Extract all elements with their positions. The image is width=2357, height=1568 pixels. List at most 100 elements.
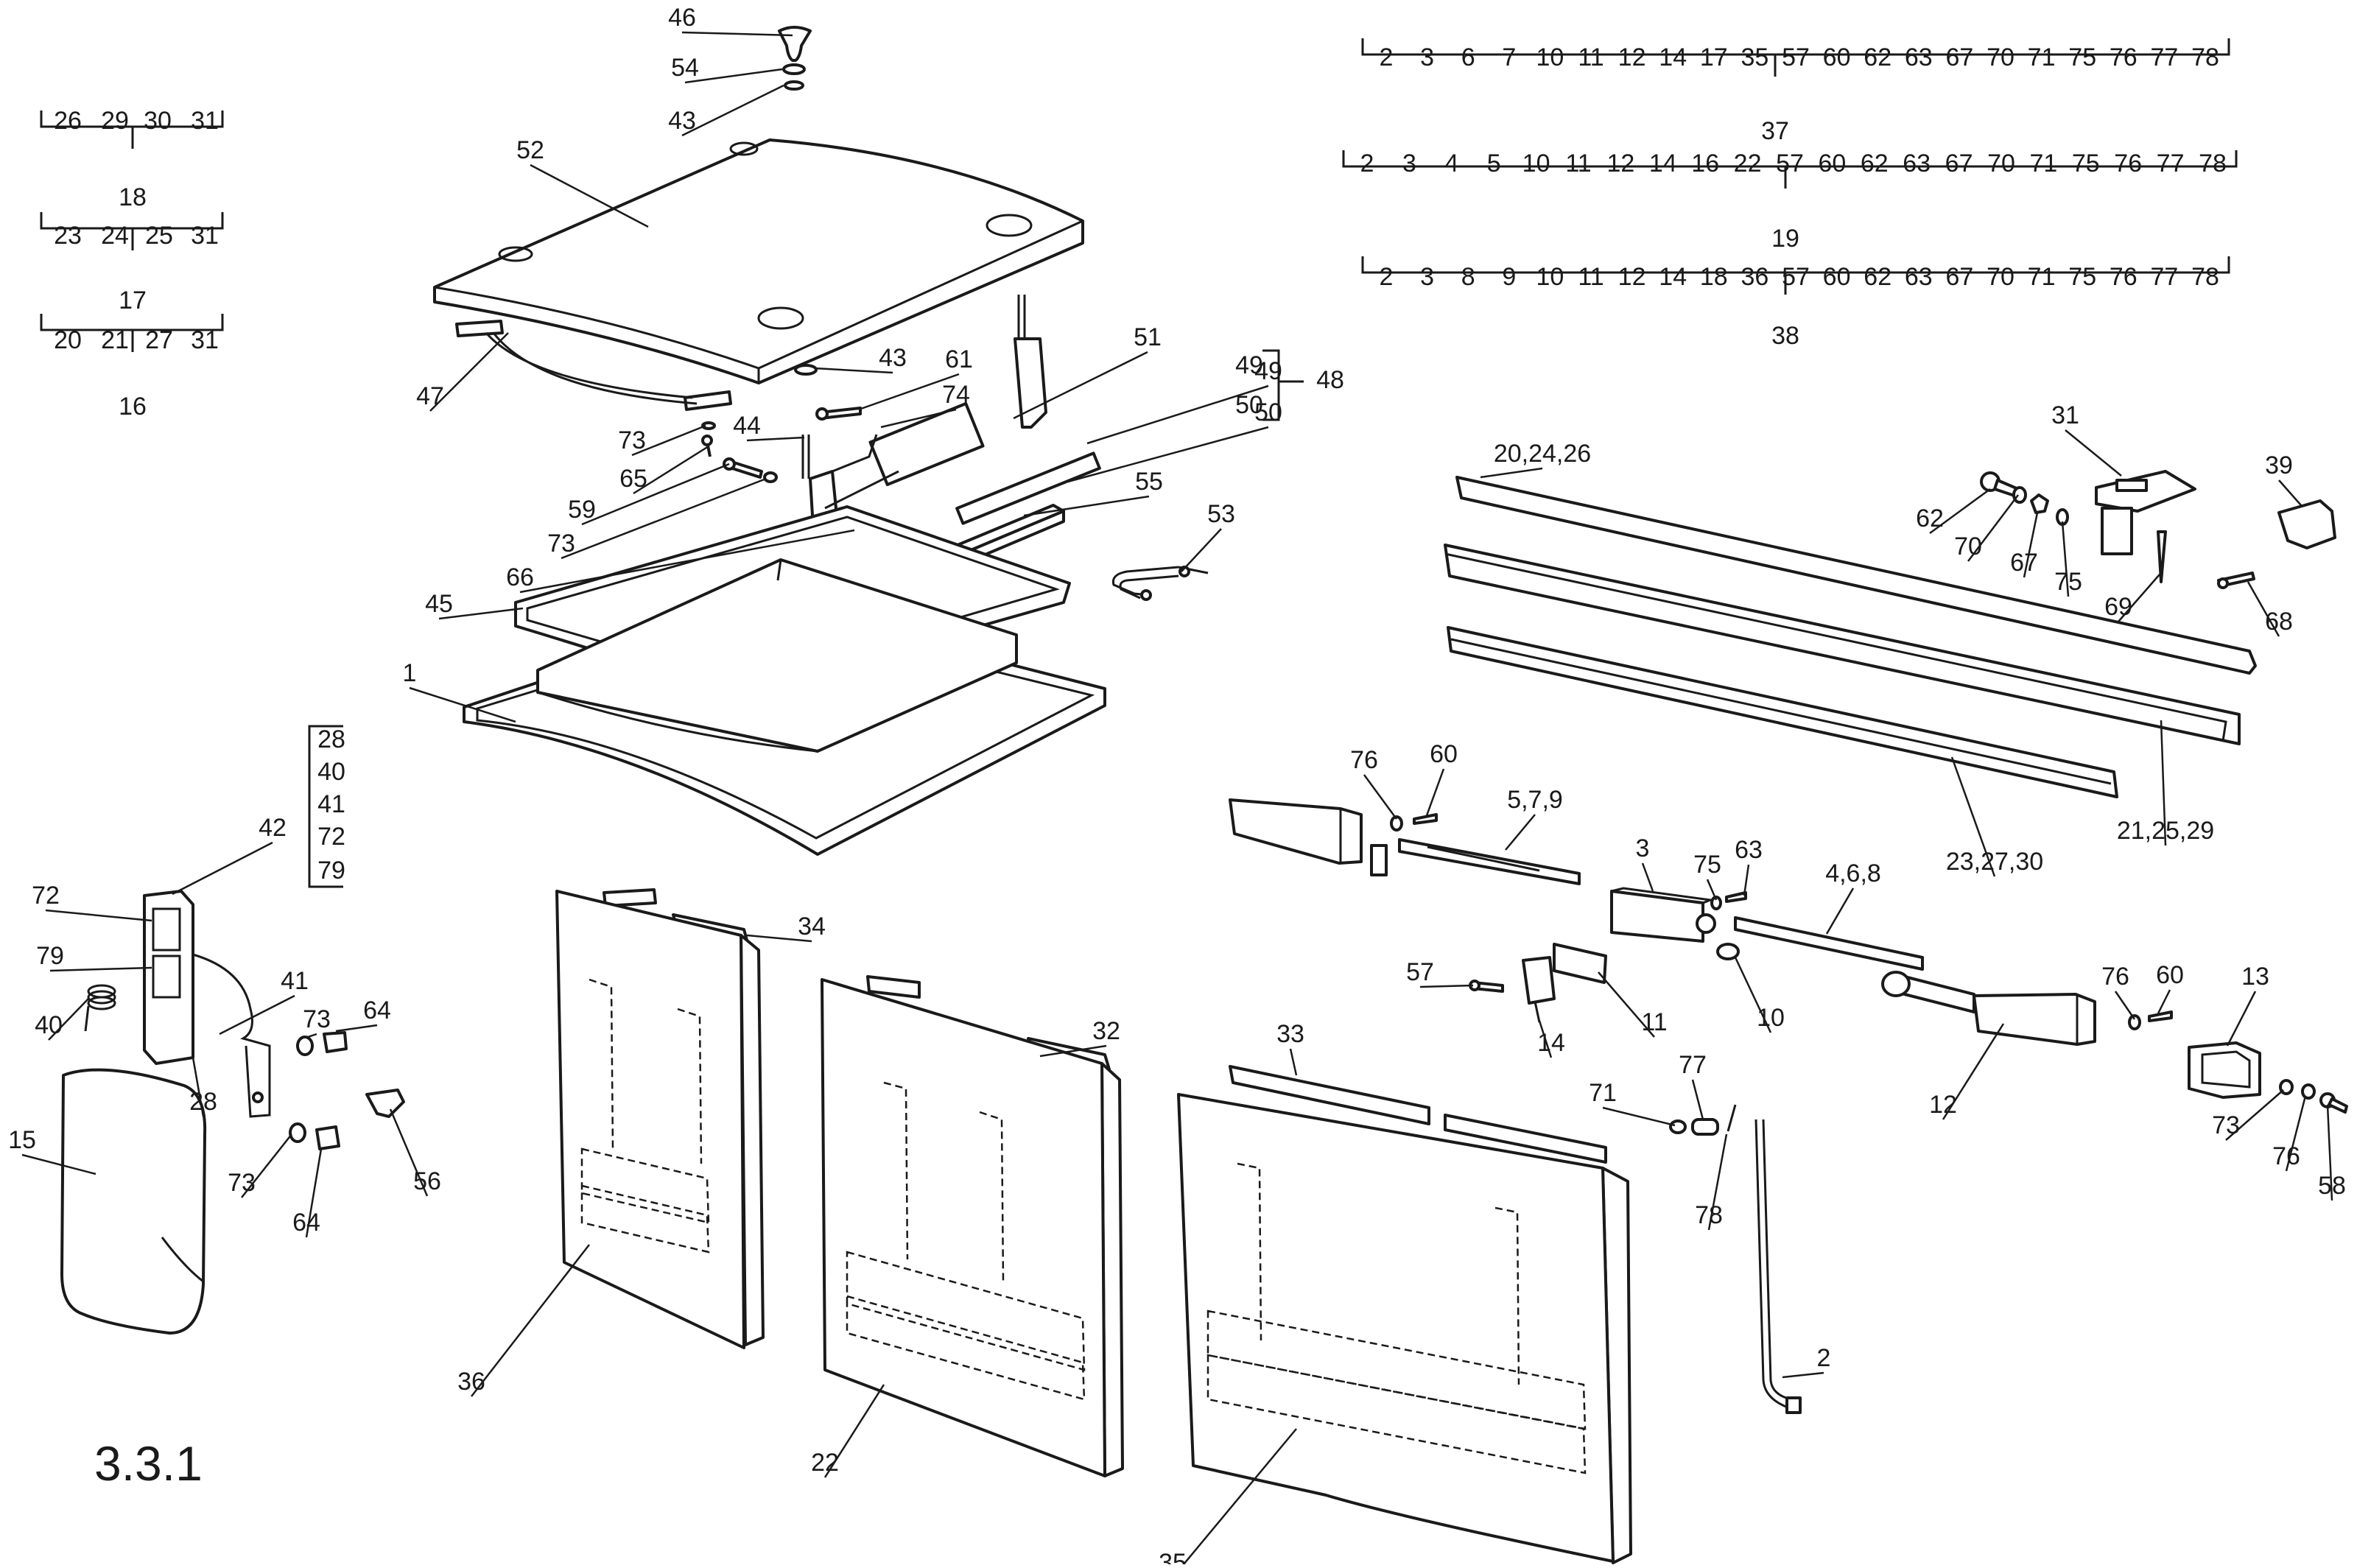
group-item: 70 [1987,150,2015,177]
callout-leader [49,966,152,972]
callout-leader [684,68,783,84]
lid-stay-part [455,320,732,411]
callout-label: 33 [1276,1020,1304,1048]
lock-housing-part [143,890,271,1118]
callout-label: 61 [945,345,973,373]
callout-leader [746,934,812,943]
callout-leader [409,686,516,723]
group-result: 17 [119,286,147,314]
callout-leader [1707,1133,1728,1231]
group-item: 8 [1461,263,1475,291]
washer-part [794,364,818,376]
callout-leader [2023,512,2039,578]
callout-leader [1289,1048,1298,1076]
group-item: 75 [2072,150,2100,177]
callout-leader [1825,887,1855,935]
callout-label: 76 [1350,746,1378,774]
latch-part [1469,943,1607,1023]
callout-leader [305,1148,323,1238]
callout-label: 42 [259,814,287,842]
group-item: 2 [1380,43,1394,71]
callout-label: 59 [568,496,596,524]
callout-leader [823,1384,885,1478]
group-bracket [1361,38,2230,56]
callout-label: 46 [668,4,696,32]
group-item: 62 [1864,43,1891,71]
callout-label: 63 [1735,836,1763,864]
group-item: 41 [317,790,345,818]
group-item: 26 [54,107,82,135]
callout-label: 4,6,8 [1825,859,1881,887]
group-item: 76 [2114,150,2142,177]
callout-label: 54 [671,54,699,82]
callout-label: 20,24,26 [1494,440,1591,468]
arm-right-part [1881,971,2096,1046]
callout-label: 36 [457,1368,485,1396]
callout-label: 47 [416,382,444,410]
group-item: 20 [54,326,82,354]
callout-leader [633,445,709,495]
door-small-part [555,888,765,1349]
callout-label: 52 [516,136,544,164]
group-item: 76 [2110,263,2138,291]
callout-leader [1039,1044,1107,1058]
group-item: 10 [1536,43,1564,71]
callout-leader [2157,989,2171,1014]
callout-leader [1419,984,1474,988]
group-item: 78 [2199,150,2227,177]
callout-leader [1480,467,1543,479]
callout-label: 45 [425,590,453,618]
group-bracket [1342,150,2238,168]
callout-leader [1743,864,1750,896]
group-result: 48 [1316,366,1344,394]
sleeve-part [2188,1041,2261,1099]
group-item: 11 [1565,150,1591,177]
group-item: 3 [1420,263,1434,291]
callout-leader [45,909,152,922]
callout-leader [1023,495,1150,517]
group-item: 12 [1606,150,1634,177]
callout-leader [1086,384,1269,445]
callout-leader [1942,1023,2005,1120]
key-part [365,1089,405,1118]
callout-label: 41 [281,967,309,995]
callout-label: 3 [1636,834,1650,862]
callout-label: 28 [189,1088,217,1116]
lock-screws-part [1710,891,1747,910]
callout-label: 68 [2265,608,2293,636]
group-item: 25 [145,222,173,250]
callout-label: 15 [8,1126,36,1154]
callout-leader [519,529,855,594]
group-item: 12 [1618,43,1646,71]
callout-label: 1 [403,659,417,687]
callout-label: 5,7,9 [1507,786,1563,814]
group-item: 76 [2110,43,2138,71]
knob-part [778,26,812,91]
rail-middle-part [1444,544,2241,745]
callout-label: 71 [1589,1079,1617,1107]
group-item: 67 [1945,150,1973,177]
arm-left-screws-part [1390,813,1438,832]
group-item: 31 [191,326,219,354]
group-item: 12 [1618,263,1646,291]
group-item: 78 [2191,43,2219,71]
group-item: 29 [101,107,129,135]
callout-label: 73 [618,426,646,454]
group-item: 10 [1522,150,1550,177]
callout-label: 44 [733,412,761,440]
callout-leader [2225,1089,2284,1141]
figure-number: 3.3.1 [94,1436,203,1491]
group-item: 75 [2068,263,2096,291]
rail-bottom-part [1447,626,2118,798]
group-item: 63 [1903,150,1931,177]
group-item: 62 [1861,150,1889,177]
callout-label: 58 [2318,1172,2346,1200]
callout-leader [2326,1104,2333,1201]
spring-part [84,984,116,1032]
callout-label: 51 [1134,323,1162,351]
callout-leader [681,31,793,37]
callout-leader [1538,1020,1553,1058]
